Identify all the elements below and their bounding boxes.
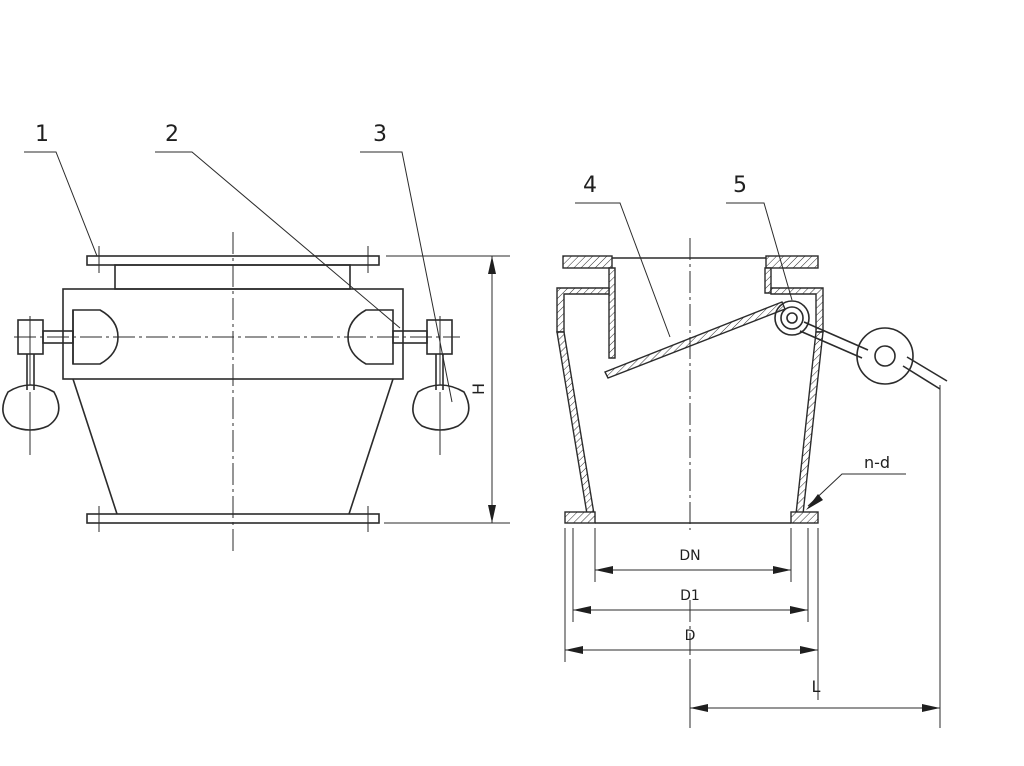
hopper-left-side: [72, 378, 118, 515]
inner-neck-right: [764, 267, 772, 294]
height-label: H: [469, 383, 488, 395]
leader-2: [155, 151, 401, 329]
leader-4: [575, 202, 671, 338]
callout-4: 4: [583, 173, 597, 198]
h-arrow-bottom: [488, 505, 496, 523]
d1-label: D1: [680, 588, 700, 604]
holes-leader: [807, 473, 906, 507]
right-bearing-seat: [347, 309, 394, 365]
hopper-right-side: [348, 378, 394, 515]
section-counterweight: [856, 327, 914, 385]
callout-5: 5: [733, 173, 747, 198]
left-counterweight: [2, 384, 60, 431]
d-label: D: [685, 628, 696, 644]
pivot-outer-ring: [774, 300, 810, 336]
right-counterweight: [412, 384, 470, 431]
callout-2: 2: [165, 122, 179, 147]
left-bearing-seat: [72, 309, 119, 365]
leader-5: [726, 202, 793, 301]
top-flange-section-right: [765, 255, 819, 269]
pivot-pin: [786, 312, 798, 324]
tapered-wall-left: [556, 331, 595, 515]
counterweight-hole: [874, 345, 896, 367]
top-flange-section-left: [562, 255, 613, 269]
bottom-flange-section-left: [564, 511, 596, 524]
front-view: H 1 2 3: [2, 122, 510, 552]
tapered-wall-right: [795, 331, 824, 515]
body-shoulder-left: [556, 287, 610, 333]
valve-plate: [604, 301, 786, 379]
dn-label: DN: [679, 548, 700, 564]
inner-neck-left: [608, 267, 616, 359]
leader-3: [360, 151, 453, 403]
callout-3: 3: [373, 122, 387, 147]
section-view: DN D1 D L n-d 4 5: [556, 173, 948, 728]
h-arrow-top: [488, 256, 496, 274]
leader-1: [24, 151, 98, 257]
bottom-flange-section-right: [790, 511, 819, 524]
l-label: L: [812, 677, 821, 696]
pivot-ring: [780, 306, 804, 330]
holes-label: n-d: [864, 453, 890, 472]
callout-1: 1: [35, 122, 49, 147]
